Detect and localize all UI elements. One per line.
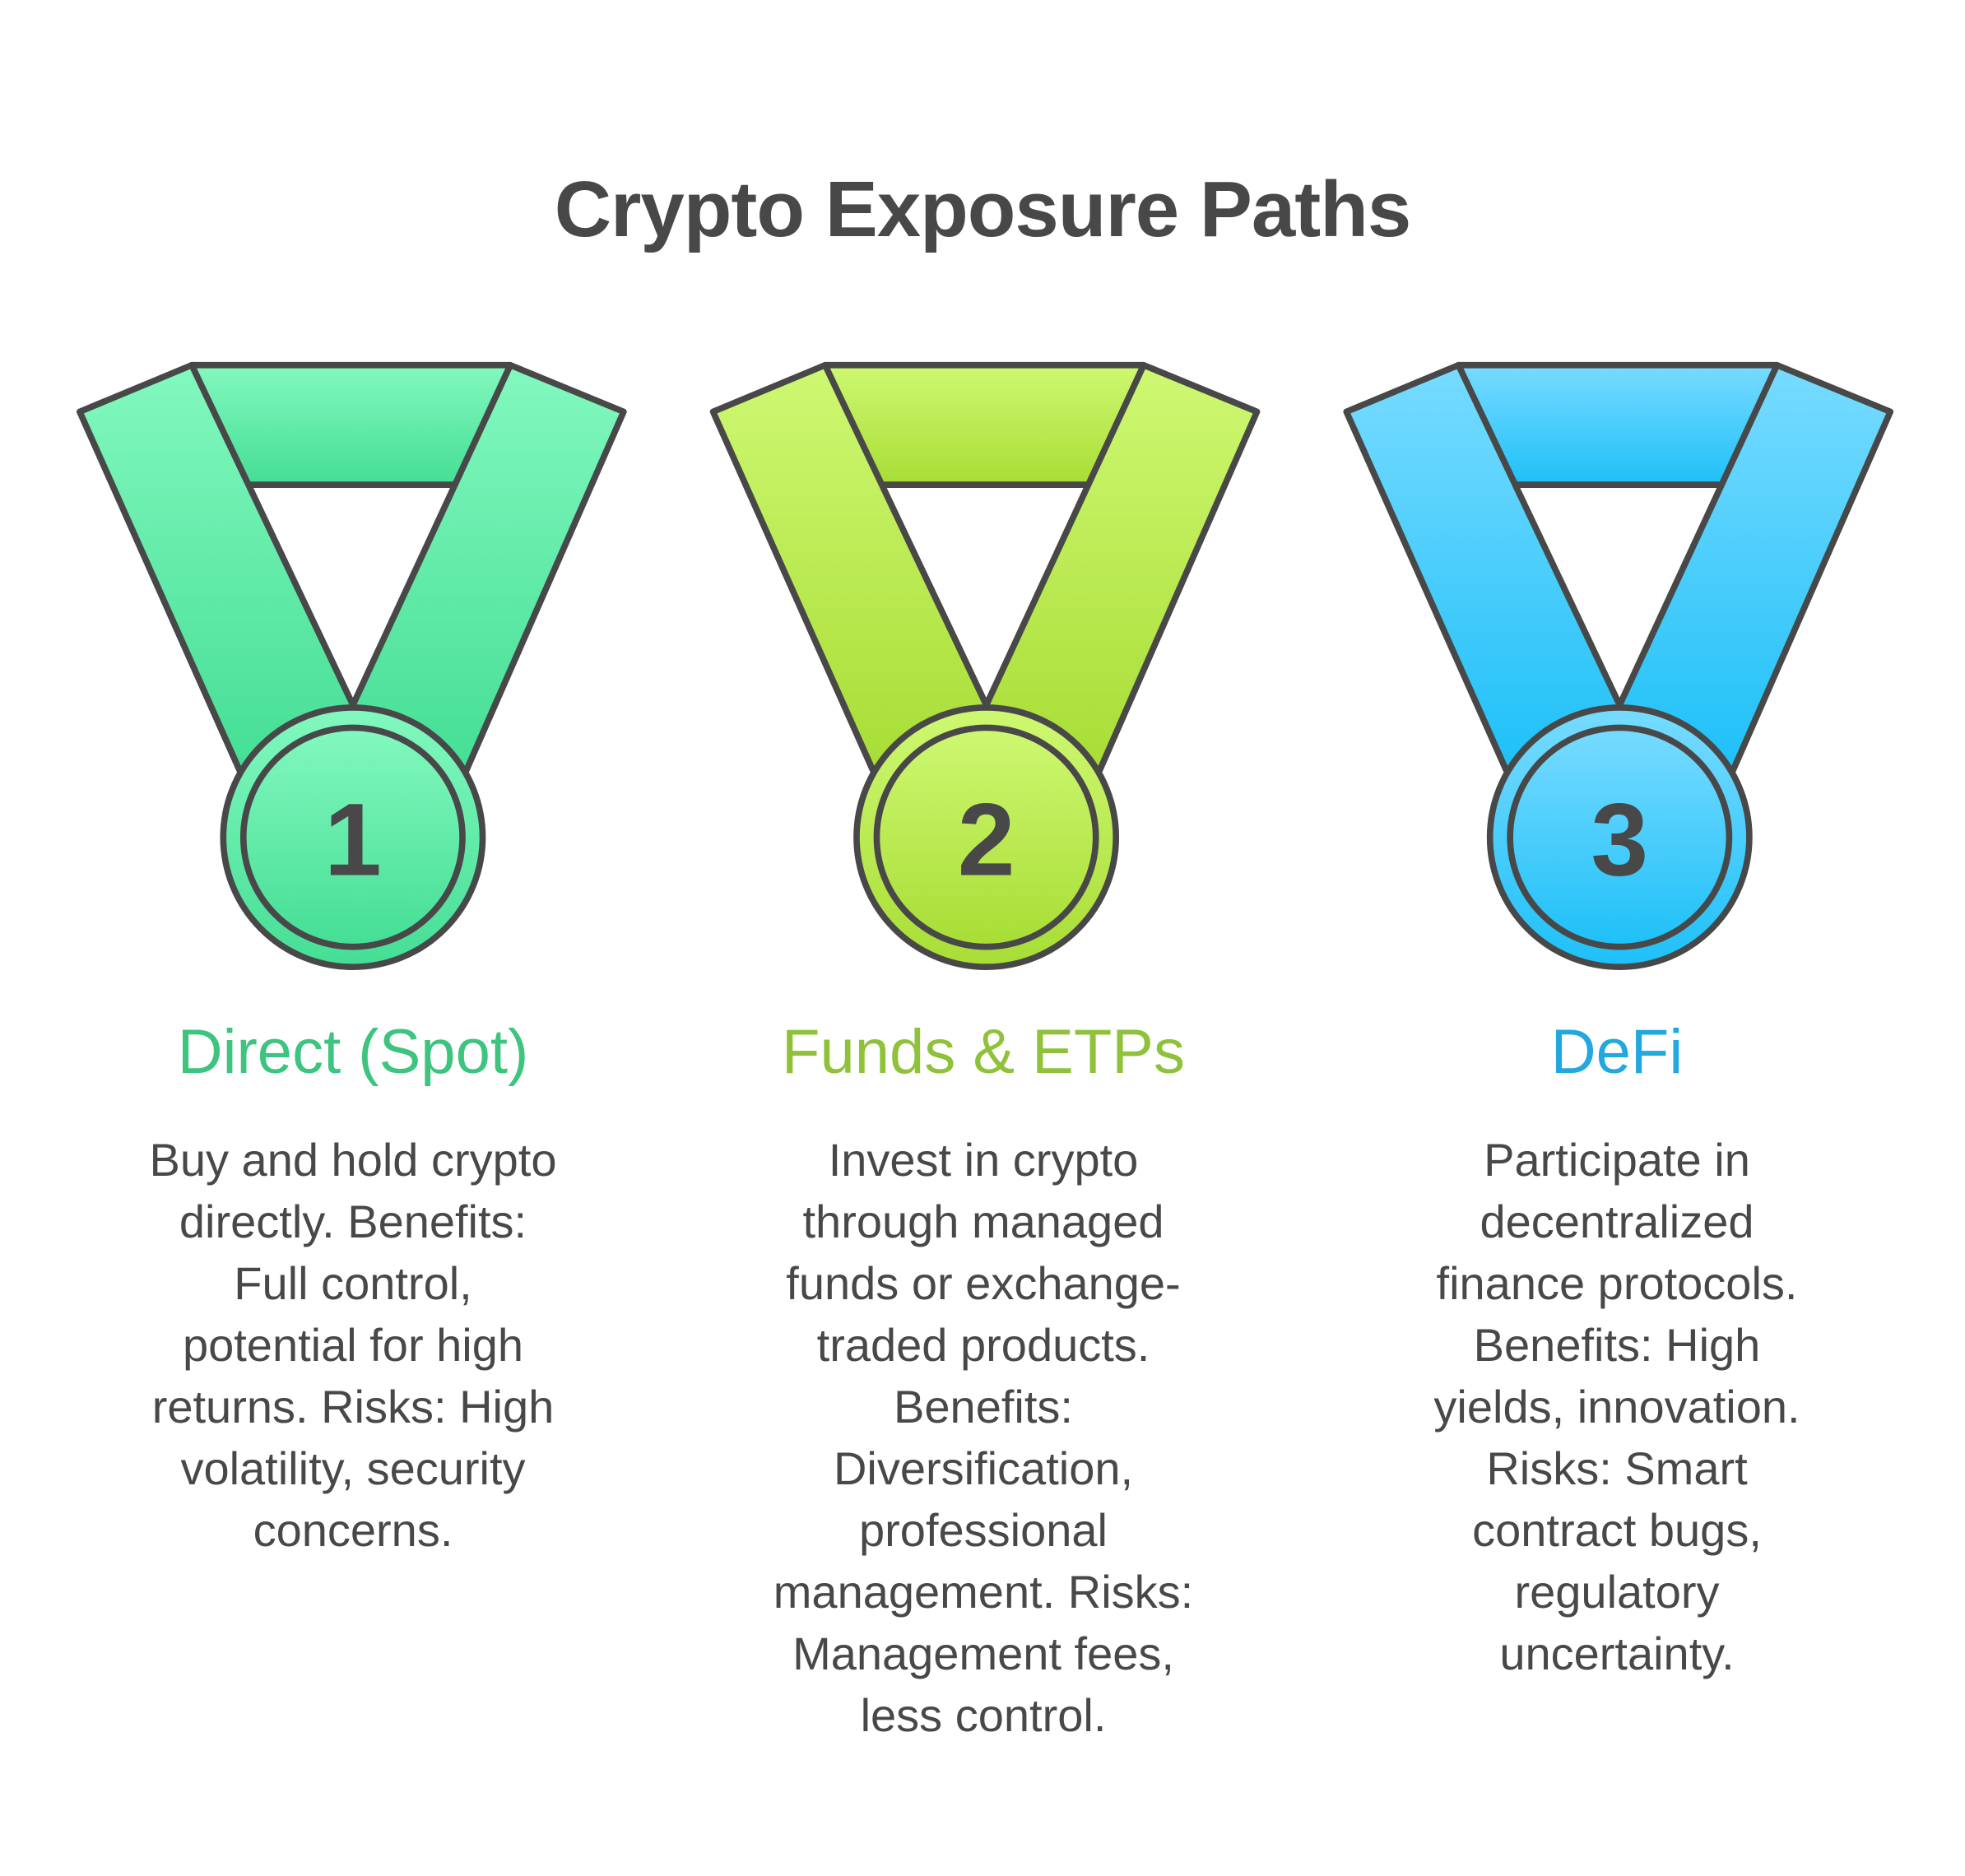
- desc-line: contract bugs,: [1472, 1504, 1762, 1556]
- desc-line: Risks: Smart: [1486, 1442, 1748, 1494]
- path-title-direct: Direct (Spot): [177, 1017, 529, 1087]
- desc-line: potential for high: [182, 1319, 524, 1371]
- desc-line: yields, innovation.: [1433, 1381, 1800, 1433]
- desc-line: through managed: [802, 1196, 1164, 1247]
- desc-line: Buy and hold crypto: [149, 1134, 557, 1186]
- desc-line: Benefits:: [894, 1381, 1073, 1433]
- path-description-defi: Participate in decentralized finance pro…: [1329, 1129, 1905, 1684]
- desc-line: finance protocols.: [1436, 1257, 1798, 1309]
- desc-line: concerns.: [253, 1504, 453, 1556]
- medal-number-3: 3: [1591, 781, 1648, 897]
- path-title-funds: Funds & ETPs: [782, 1017, 1185, 1087]
- desc-line: Diversification,: [833, 1442, 1134, 1494]
- desc-line: less control.: [860, 1689, 1107, 1741]
- desc-line: directly. Benefits:: [179, 1196, 527, 1247]
- desc-line: decentralized: [1480, 1196, 1754, 1247]
- desc-line: returns. Risks: High: [151, 1381, 555, 1433]
- desc-line: Management fees,: [792, 1628, 1174, 1679]
- medal-1: 1: [77, 361, 627, 971]
- desc-line: uncertainty.: [1499, 1628, 1735, 1679]
- desc-line: management. Risks:: [773, 1566, 1194, 1618]
- path-title-defi: DeFi: [1550, 1017, 1684, 1087]
- desc-line: regulatory: [1514, 1566, 1720, 1618]
- medal-2: 2: [709, 361, 1261, 971]
- desc-line: Full control,: [234, 1257, 472, 1309]
- desc-line: traded products.: [816, 1319, 1150, 1371]
- medal-3: 3: [1343, 361, 1894, 971]
- desc-line: Benefits: High: [1473, 1319, 1761, 1371]
- desc-line: professional: [859, 1504, 1108, 1556]
- path-description-direct: Buy and hold crypto directly. Benefits: …: [65, 1129, 641, 1561]
- desc-line: volatility, security: [180, 1442, 526, 1494]
- page-title: Crypto Exposure Paths: [554, 165, 1412, 253]
- medal-number-1: 1: [324, 781, 382, 897]
- desc-line: Invest in crypto: [828, 1134, 1139, 1186]
- desc-line: Participate in: [1484, 1134, 1750, 1186]
- desc-line: funds or exchange-: [786, 1257, 1181, 1309]
- path-description-funds: Invest in crypto through managed funds o…: [695, 1129, 1271, 1746]
- medal-number-2: 2: [958, 781, 1015, 897]
